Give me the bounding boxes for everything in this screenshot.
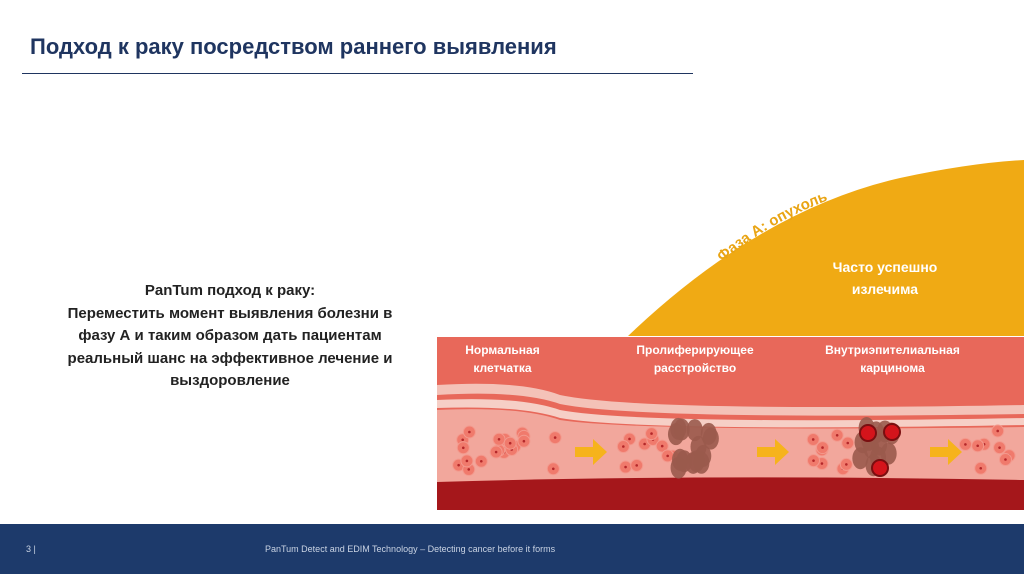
cell-nucleus [643,442,646,446]
title-divider [22,73,693,74]
stage-line: Нормальная [465,343,540,357]
cure-text: Часто успешно излечима [800,256,970,300]
cell-nucleus [479,459,483,463]
stage-label-normal: Нормальная клетчатка [445,341,560,377]
stage-line: расстройство [653,361,737,375]
cell-nucleus [553,436,557,439]
cell-nucleus [820,462,824,465]
cell-nucleus [508,441,512,445]
abnormal-cell [688,450,705,473]
abnormal-cell [852,447,869,470]
body-line: выздоровление [170,372,290,389]
stage-line: карцинома [860,361,925,375]
abnormal-cell [686,419,703,442]
cell-nucleus [660,444,664,448]
cell-nucleus [461,446,465,450]
cell-nucleus [821,446,824,449]
cell-nucleus [622,445,625,448]
footer-text: PanTum Detect and EDIM Technology – Dete… [265,544,556,554]
cell-nucleus [522,439,526,443]
cell-nucleus [835,433,839,437]
phase-curve [628,160,1024,336]
cell-nucleus [998,446,1001,449]
cancer-cell [871,459,889,477]
arrow-icon [930,439,962,465]
page-number: 3 | [26,544,36,554]
cell-nucleus [845,463,848,466]
abnormal-cell [700,422,717,445]
tissue-stripe [437,399,1024,428]
cancer-cell [859,424,877,442]
cell-nucleus [467,468,471,471]
cancer-progression-illustration: Фаза А: опухоль [437,160,1024,510]
cell-nucleus [964,443,967,446]
cell-nucleus [624,465,627,469]
body-line: реальный шанс на эффективное лечение и [67,349,393,367]
cell-nucleus [465,459,469,463]
stage-line: Внутриэпителиальная [825,343,960,357]
footer-bar: 3 | PanTum Detect and EDIM Technology – … [0,524,1024,574]
body-line: PanTum подход к раку: [144,282,316,299]
cell-nucleus [494,450,498,454]
stage-label-carcinoma: Внутриэпителиальная карцинома [810,341,975,377]
body-line: фазу А и таким образом дать пациентам [78,327,382,344]
cell-nucleus [497,438,501,441]
cell-nucleus [976,444,979,448]
abnormal-cell [670,417,687,440]
cell-nucleus [461,438,465,442]
cell-nucleus [996,429,1000,433]
cell-nucleus [666,454,669,458]
stage-line: клетчатка [473,361,532,375]
slide-title: Подход к раку посредством раннего выявле… [30,34,557,59]
cell-nucleus [468,430,471,434]
abnormal-cell [880,442,897,465]
body-line: Переместить момент выявления болезни в [67,304,393,322]
arrow-icon [757,439,789,465]
cure-line: Часто успешно [832,259,938,275]
cell-nucleus [846,441,850,445]
cell-nucleus [812,459,815,462]
cell-nucleus [811,438,815,441]
tissue-stripe [437,383,1024,416]
cancer-cell [883,423,901,441]
body-text: PanTum подход к раку: Переместить момент… [40,280,420,393]
cell-nucleus [1004,458,1007,461]
cell-nucleus [628,437,631,441]
cell-nucleus [650,432,653,435]
cell-nucleus [457,463,460,467]
abnormal-cell [676,450,693,473]
stage-line: Пролиферирующее [636,343,754,357]
tissue-base [437,477,1024,510]
cell-nucleus [635,464,639,467]
arrow-icon [575,439,607,465]
cell-nucleus [552,467,555,471]
stage-label-proliferative: Пролиферирующее расстройство [620,341,770,377]
cell-nucleus [979,466,983,470]
cure-line: излечима [851,281,919,297]
